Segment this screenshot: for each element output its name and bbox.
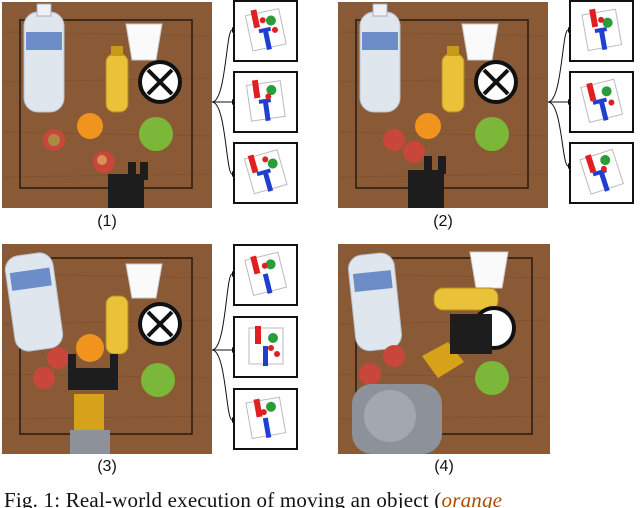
- plan-thumbnail: [233, 0, 298, 62]
- plan-thumbnail: [233, 316, 298, 378]
- panel-label-4: (4): [434, 458, 454, 475]
- plan-thumbnail: [569, 71, 634, 133]
- plan-thumbnail: [569, 142, 634, 204]
- photo-panel-2: [338, 2, 548, 208]
- photo-panel-4: [338, 244, 550, 454]
- branch-arrows-2: [548, 27, 570, 169]
- caption-text: Fig. 1: Real-world execution of moving a…: [4, 488, 442, 508]
- caption-emphasis: orange: [441, 488, 503, 508]
- panel-label-2: (2): [433, 213, 453, 230]
- branch-arrows-1: [212, 27, 234, 177]
- plan-thumbnail: [233, 71, 298, 133]
- plan-thumbnail: [233, 388, 298, 450]
- panel-label-3: (3): [97, 458, 117, 475]
- photo-panel-1: [2, 2, 212, 208]
- plan-thumbnail: [233, 142, 298, 204]
- photo-panel-3: [2, 244, 212, 454]
- plan-thumbnail: [569, 0, 634, 62]
- plan-thumbnail: [233, 244, 298, 306]
- panel-label-1: (1): [97, 213, 117, 230]
- branch-arrows-3: [212, 271, 234, 423]
- figure-caption: Fig. 1: Real-world execution of moving a…: [4, 488, 640, 508]
